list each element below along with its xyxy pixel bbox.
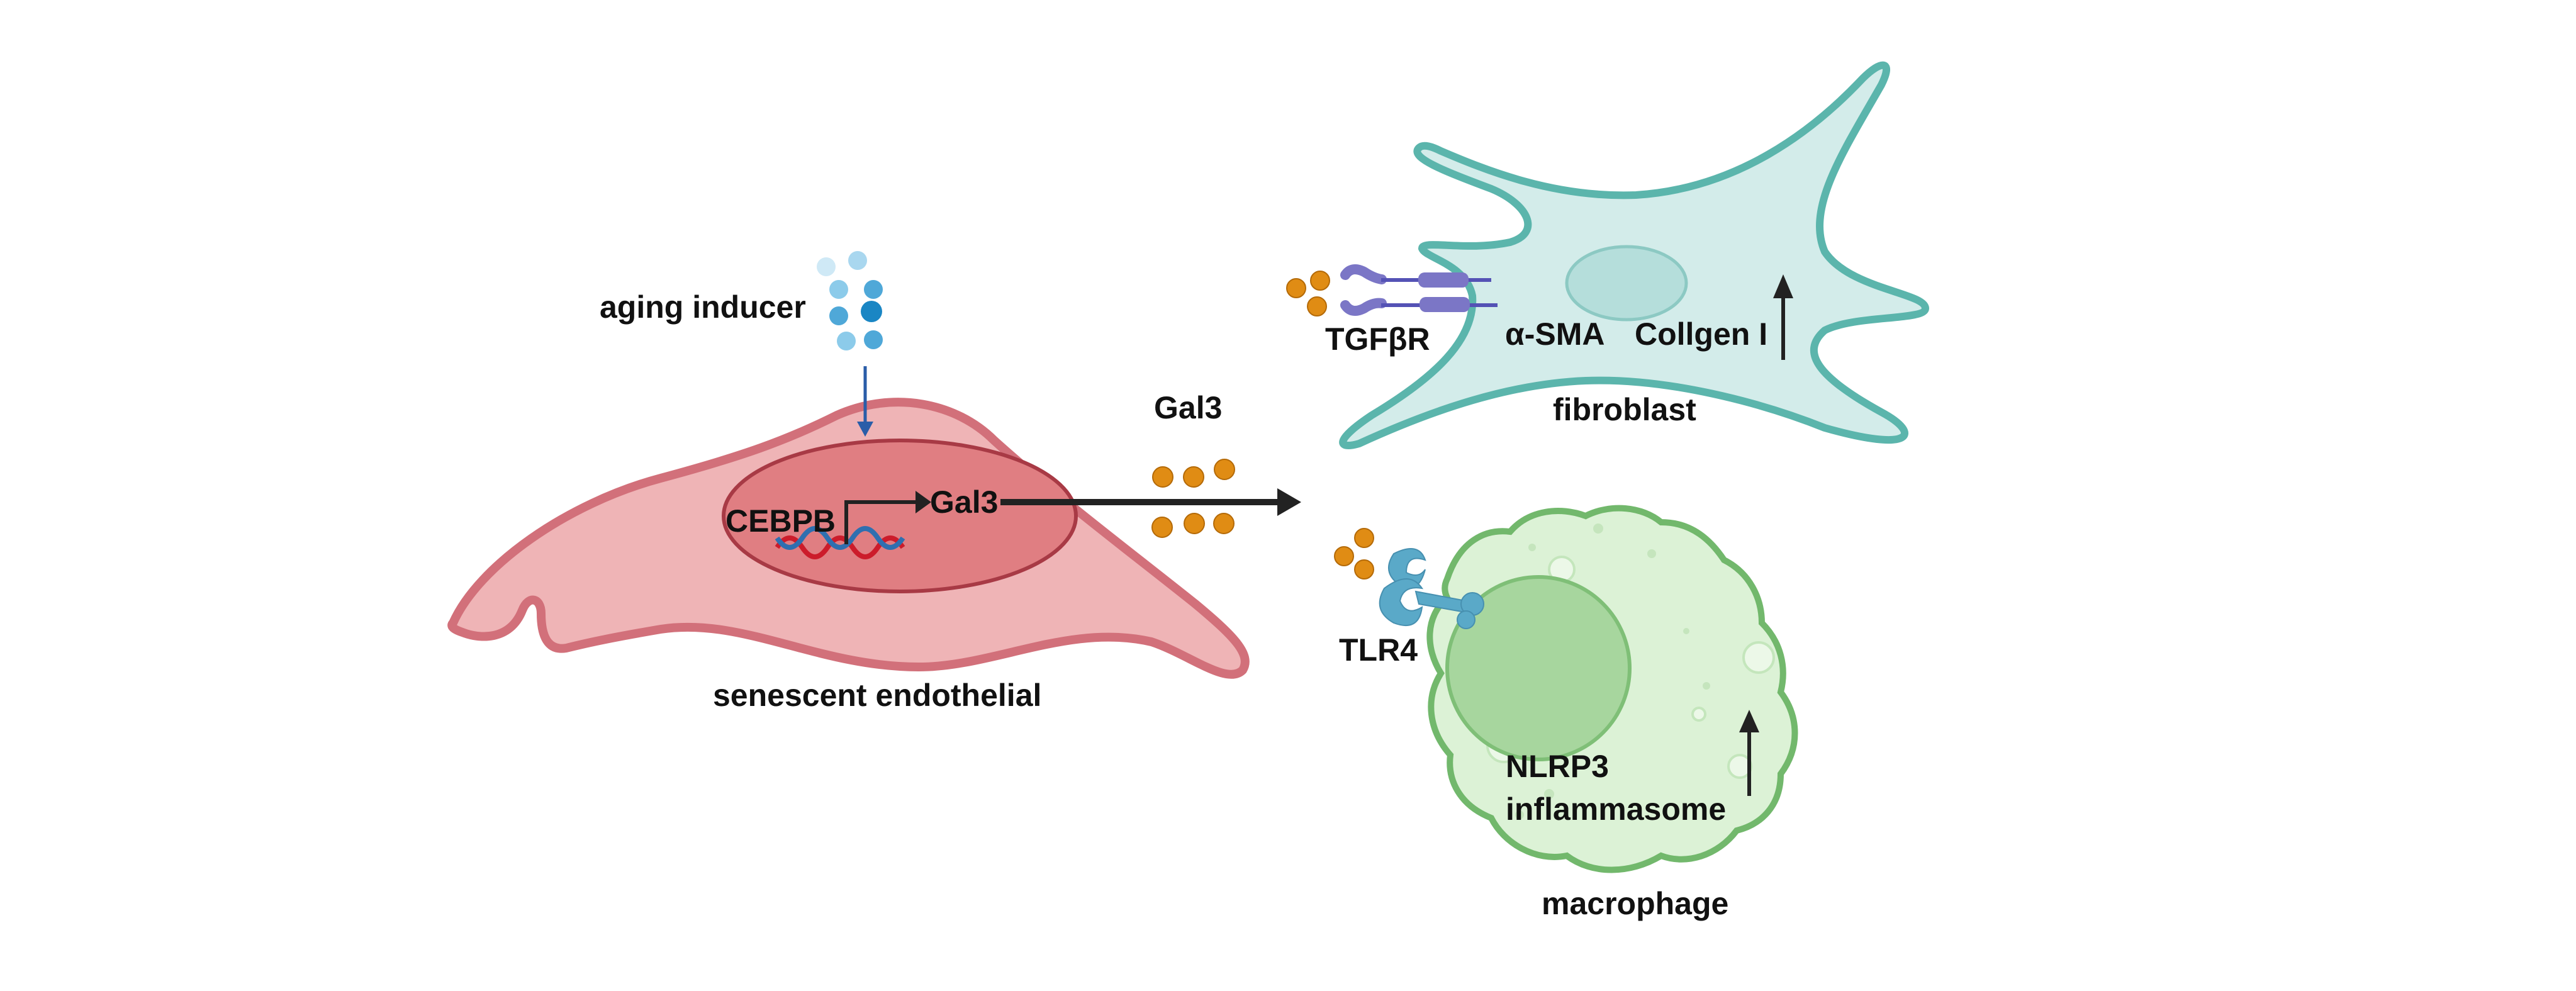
secretion-arrowhead [1277,488,1301,516]
gal3-protein-icon [1151,459,1235,538]
gal3-secreted-label: Gal3 [1154,390,1222,425]
cebpb-label: CEBPB [725,503,836,539]
macrophage-cell: TLR4 NLRP3 inflammasome macrophage [1334,505,1798,921]
aging-inducer: aging inducer [600,251,883,437]
aging-inducer-label: aging inducer [600,289,806,325]
macrophage-nucleus [1445,575,1632,761]
collagen-label: Collgen I [1635,316,1767,352]
macrophage-label: macrophage [1542,886,1728,921]
aging-inducer-molecules-icon [817,251,883,350]
senescent-endothelial-label: senescent endothelial [713,678,1041,713]
fibroblast-label: fibroblast [1553,392,1696,427]
aging-inducer-arrow [857,366,873,437]
tgfbr-receptor-icon [1340,264,1498,316]
inflammasome-label: inflammasome [1506,792,1726,827]
macrophage-upregulation-arrow [1739,710,1759,796]
gal3-bound-macrophage-icon [1334,528,1374,579]
tlr4-label: TLR4 [1339,632,1418,668]
fibroblast-cell: TGFβR α-SMA Collgen I fibroblast [1286,61,1930,449]
senescent-endothelial-cell: CEBPB Gal3 senescent endothelial [447,398,1250,713]
gal3-bound-fibroblast-icon [1286,271,1330,316]
nlrp3-label: NLRP3 [1506,749,1609,784]
asma-label: α-SMA [1505,316,1605,352]
gal3-secretion: Gal3 [1000,390,1301,538]
tgfbr-label: TGFβR [1325,322,1430,357]
tlr4-receptor-icon [1379,548,1484,629]
transcription-arrow [844,491,931,544]
gal3-gene-label: Gal3 [930,484,998,520]
fibroblast-nucleus [1565,245,1688,322]
dna-helix-icon [775,526,905,559]
fibroblast-upregulation-arrow [1773,274,1793,360]
